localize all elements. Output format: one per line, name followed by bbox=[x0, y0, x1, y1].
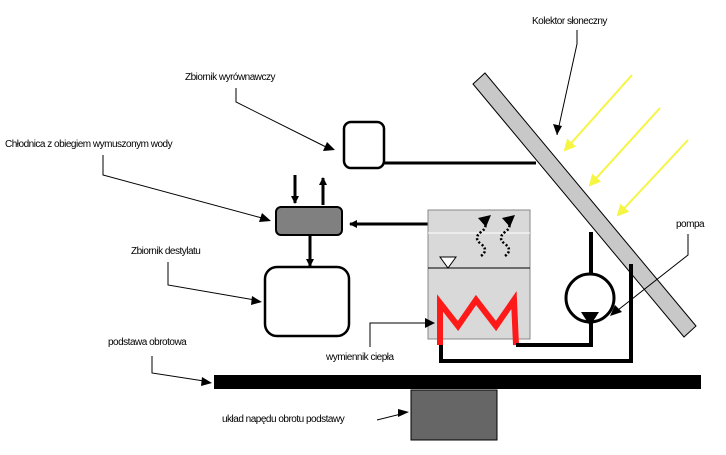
label-drive: układ napędu obrotu podstawy bbox=[222, 414, 345, 425]
sun-ray bbox=[563, 74, 633, 152]
pipe-return bbox=[439, 264, 633, 363]
label-pump: pompa bbox=[676, 219, 705, 230]
label-base: podstawa obrotowa bbox=[108, 337, 187, 348]
leader-expansion-tank bbox=[235, 88, 327, 148]
triangle-down-icon bbox=[439, 256, 457, 269]
leader-drive bbox=[376, 413, 402, 421]
leader-arrowhead bbox=[610, 305, 622, 316]
leader-collector bbox=[556, 30, 578, 136]
sun-ray bbox=[616, 139, 689, 217]
sun-rays bbox=[563, 74, 689, 217]
pipe-exchanger-out bbox=[516, 322, 593, 347]
leader-arrowhead bbox=[201, 377, 212, 386]
distillate-tank bbox=[263, 265, 351, 338]
label-distillate-tank: Zbiornik destylatu bbox=[131, 246, 200, 257]
cooler bbox=[275, 206, 343, 236]
leader-arrowhead bbox=[251, 296, 262, 305]
leader-arrowhead bbox=[425, 318, 435, 328]
leader-cooler bbox=[102, 155, 263, 219]
pump-triangle-icon bbox=[581, 312, 599, 326]
leader-base bbox=[151, 356, 205, 382]
label-expansion-tank: Zbiornik wyrównawczy bbox=[185, 72, 276, 83]
expansion-tank bbox=[342, 120, 386, 170]
leader-distillate-tank bbox=[167, 262, 256, 301]
leader-heat-exchanger bbox=[369, 322, 428, 347]
wavy-arrow-icon bbox=[499, 221, 511, 257]
sun-ray bbox=[588, 107, 661, 187]
rotating-base bbox=[214, 375, 701, 389]
label-cooler: Chłodnica z obiegiem wymuszonym wody bbox=[5, 139, 173, 150]
leader-pump bbox=[617, 234, 689, 311]
leader-arrowhead bbox=[553, 124, 562, 135]
drive-unit bbox=[410, 389, 498, 441]
label-heat-exchanger: wymiennik ciepła bbox=[325, 352, 395, 363]
solar-collector bbox=[472, 72, 697, 338]
leader-arrowhead bbox=[398, 409, 409, 417]
label-collector: Kolektor słoneczny bbox=[532, 16, 607, 27]
leader-arrowhead bbox=[259, 213, 271, 222]
vapor-arrowhead bbox=[502, 215, 515, 227]
wavy-arrow-icon bbox=[475, 221, 487, 257]
heat-exchanger-coil bbox=[437, 290, 519, 346]
leader-arrowhead bbox=[323, 142, 335, 151]
vapor-arrowhead bbox=[478, 215, 491, 227]
